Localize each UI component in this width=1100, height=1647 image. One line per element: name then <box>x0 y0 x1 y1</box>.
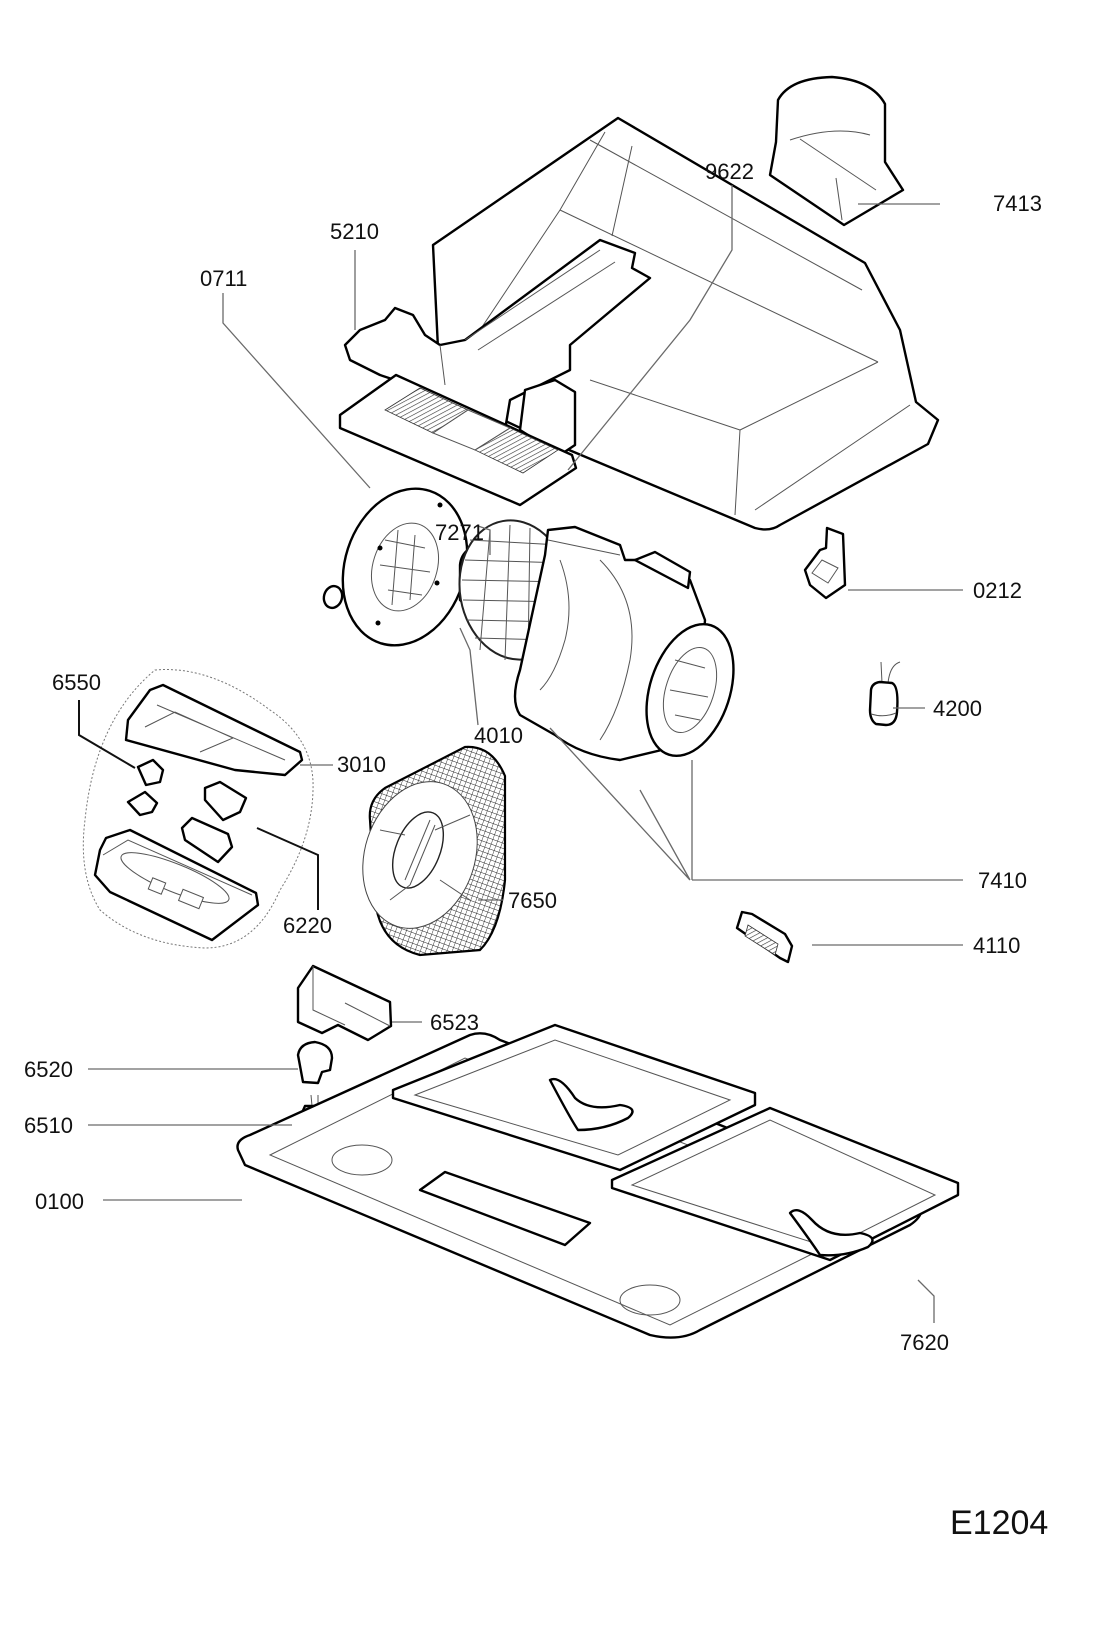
control-panel-part[interactable] <box>93 683 304 942</box>
leader-lines <box>78 185 963 1323</box>
callout-4200: 4200 <box>933 696 982 721</box>
bottom-frame-part[interactable] <box>236 1032 923 1339</box>
grille-panel-part[interactable] <box>338 373 578 507</box>
fan-side-plate-right-part[interactable] <box>631 613 749 767</box>
callout-0212: 0212 <box>973 578 1022 603</box>
capacitor-part[interactable] <box>868 661 901 727</box>
callout-6220: 6220 <box>283 913 332 938</box>
terminal-block-part[interactable] <box>735 910 794 964</box>
callout-4010: 4010 <box>474 723 523 748</box>
exhaust-adapter-part[interactable] <box>768 75 905 227</box>
lamp-socket-part[interactable] <box>296 1040 334 1085</box>
drawing-code: E1204 <box>950 1504 1048 1542</box>
callout-6510: 6510 <box>24 1113 73 1138</box>
lamp-holder-cover-part[interactable] <box>296 964 393 1042</box>
callout-7413: 7413 <box>993 191 1042 216</box>
control-panel-boundary <box>82 669 314 949</box>
grease-filter-left-part[interactable] <box>391 1023 757 1172</box>
callout-3010: 3010 <box>337 752 386 777</box>
callout-0100: 0100 <box>35 1189 84 1214</box>
control-housing-part[interactable] <box>343 238 652 457</box>
bracket-clip-part[interactable] <box>803 526 847 600</box>
carbon-filter-part[interactable] <box>345 745 507 957</box>
callout-4110: 4110 <box>973 933 1020 958</box>
callout-6520: 6520 <box>24 1057 73 1082</box>
grease-filter-right-part[interactable] <box>610 1106 960 1262</box>
callout-6550: 6550 <box>52 670 101 695</box>
callout-7410: 7410 <box>978 868 1027 893</box>
callout-6523: 6523 <box>430 1010 479 1035</box>
callout-7271: 7271 <box>435 520 484 545</box>
callout-7650: 7650 <box>508 888 557 913</box>
callout-7620: 7620 <box>900 1330 949 1355</box>
callout-9622: 9622 <box>705 159 754 184</box>
callout-labels: 7413 9622 5210 0711 7271 0212 4200 6550 … <box>24 159 1042 1355</box>
callout-5210: 5210 <box>330 219 379 244</box>
callout-0711: 0711 <box>200 266 247 291</box>
nut-part <box>322 584 344 610</box>
